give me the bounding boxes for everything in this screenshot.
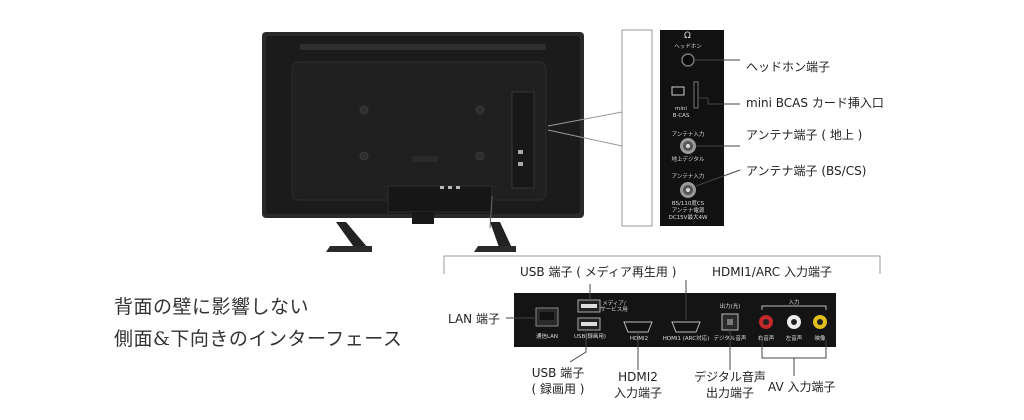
usb-media-port-label: USB 端子 ( メディア再生用 ) (520, 265, 677, 279)
optical-port-label-line1: デジタル音声 (694, 370, 766, 384)
usb-media-tiny-label-1: メディア/ (602, 301, 626, 307)
antenna-ground-digital-label: 地上デジタル (671, 157, 705, 163)
hdmi2-port-label-line1: HDMI2 (618, 370, 658, 384)
optical-tiny-label: デジタル音声 (713, 336, 747, 342)
antenna-ground-label: アンテナ端子 ( 地上 ) (746, 128, 863, 142)
usb-media-tiny-label-2: サービス用 (600, 307, 628, 313)
hdmi1-tiny-label: HDMI1 (ARC対応) (662, 336, 710, 342)
headphone-icon: Ω (684, 31, 691, 41)
bscs-tiny-label-1: BS/110度CS (671, 201, 705, 207)
headphone-tiny-label: ヘッドホン (674, 44, 702, 50)
tagline-line2: 側面&下向きのインターフェース (114, 328, 403, 350)
antenna-ground-tiny-label: アンテナ入力 (671, 132, 705, 138)
lan-port-label: LAN 端子 (448, 312, 500, 326)
hdmi2-tiny-label: HDMI2 (629, 336, 649, 342)
av-left-tiny-label: 左音声 (785, 336, 803, 342)
optical-port-label-line2: 出力端子 (705, 386, 754, 400)
optical-top-tiny-label: 出力(光) (719, 304, 741, 310)
minibcas-slot-label: mini BCAS カード挿入口 (746, 96, 884, 110)
av-video-tiny-label: 映像 (814, 336, 826, 342)
av-top-tiny-label: 入力 (788, 300, 800, 306)
antenna-bscs-label: アンテナ端子 (BS/CS) (746, 164, 867, 178)
usb-rec-tiny-label: USB(録画用) (573, 334, 607, 340)
hdmi2-port-label-line2: 入力端子 (613, 386, 662, 400)
usb-rec-port-label-line1: USB 端子 (531, 366, 585, 380)
av-input-label: AV 入力端子 (768, 380, 836, 394)
usb-rec-port-label-line2: ( 録画用 ) (531, 382, 585, 396)
bscs-tiny-label-2: アンテナ電源 (671, 208, 705, 214)
headphone-jack-label: ヘッドホン端子 (746, 60, 831, 74)
minibcas-tiny-label-1: mini (675, 106, 687, 112)
av-right-tiny-label: 右音声 (757, 336, 775, 342)
lan-tiny-label: 通信LAN (535, 334, 559, 340)
hdmi1-port-label: HDMI1/ARC 入力端子 (712, 265, 832, 279)
minibcas-tiny-label-2: B-CAS (672, 113, 690, 119)
bscs-tiny-label-3: DC15V最大4W (668, 215, 708, 221)
tagline-line1: 背面の壁に影響しない (114, 296, 310, 318)
antenna-bscs-tiny-label: アンテナ入力 (671, 174, 705, 180)
